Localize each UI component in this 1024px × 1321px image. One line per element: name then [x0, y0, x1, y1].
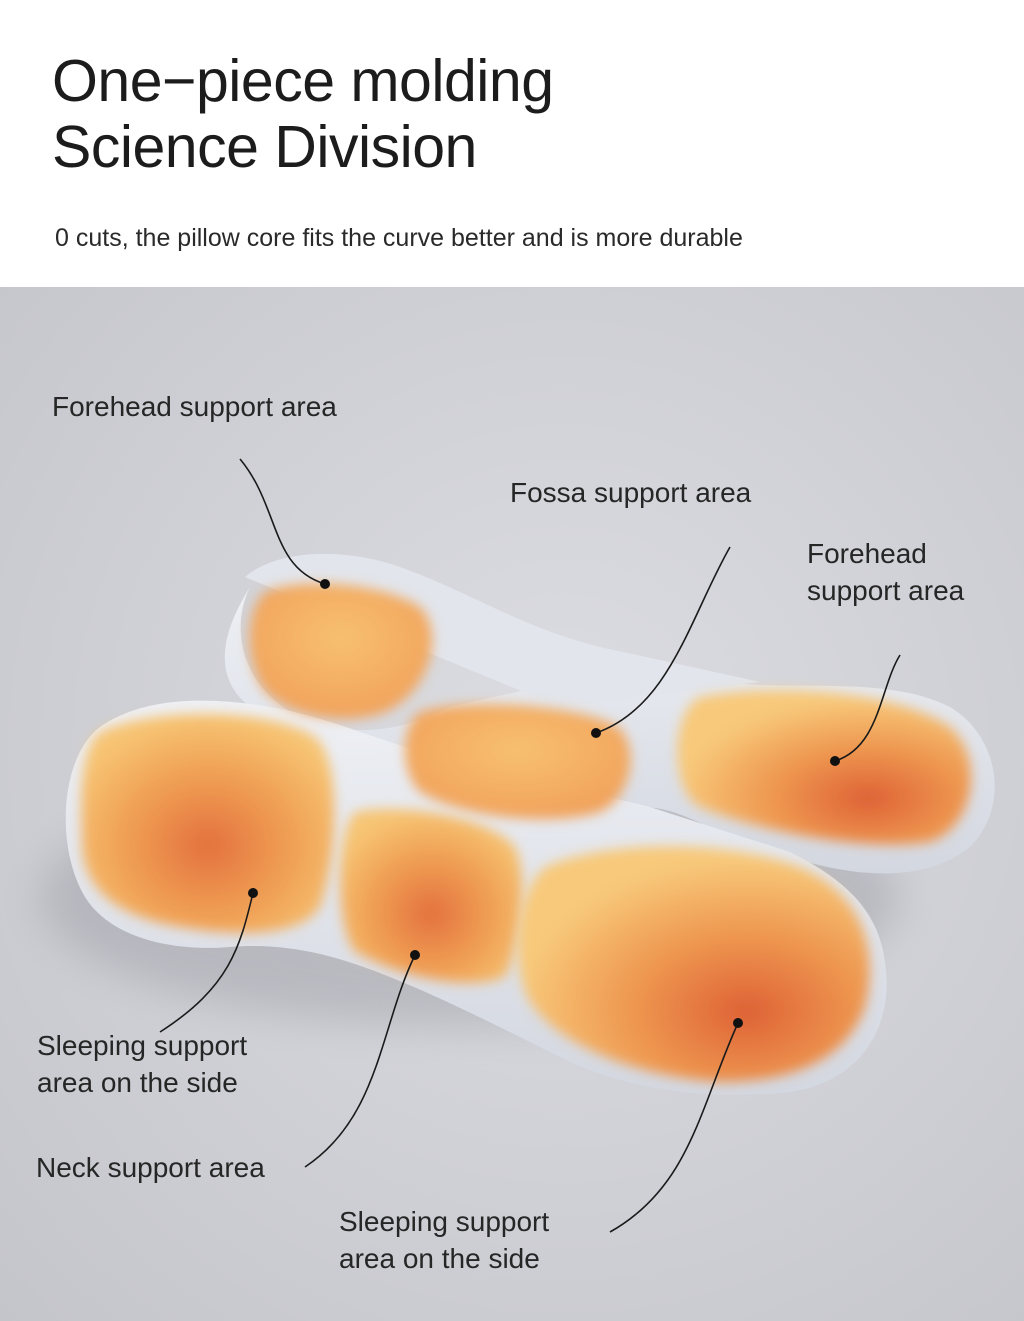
page-subtitle: 0 cuts, the pillow core fits the curve b… [55, 224, 743, 252]
dot-side-right [733, 1018, 743, 1028]
leader-lines [159, 458, 901, 1233]
header: One−piece molding Science Division 0 cut… [0, 0, 1024, 287]
dot-fossa [591, 728, 601, 738]
pad-neck [340, 808, 523, 983]
label-side-left-line2: area on the side [37, 1067, 238, 1098]
page-title: One−piece molding Science Division [52, 48, 554, 180]
label-side-left: Sleeping support area on the side [37, 1027, 247, 1101]
label-side-right-line1: Sleeping support [339, 1206, 550, 1237]
leader-line-side-right [609, 1022, 739, 1233]
label-fossa: Fossa support area [510, 477, 752, 508]
dot-side-left [248, 888, 258, 898]
label-forehead-right-line1: Forehead [807, 538, 927, 569]
label-side-right: Sleeping support area on the side [339, 1203, 549, 1277]
leader-line-neck [304, 954, 416, 1168]
label-forehead-right: Forehead support area [807, 535, 964, 609]
dot-forehead-left [320, 579, 330, 589]
pad-side-right [518, 846, 870, 1082]
pad-fossa [405, 704, 631, 820]
leader-dots [248, 579, 840, 1028]
label-neck: Neck support area [36, 1152, 265, 1183]
leader-line-fossa [595, 546, 731, 734]
pad-forehead-left [249, 583, 433, 719]
pillow-illustration [40, 458, 995, 1233]
label-side-left-line1: Sleeping support [37, 1030, 248, 1061]
title-line-1: One−piece molding [52, 48, 554, 114]
label-forehead-right-line2: support area [807, 575, 965, 606]
label-side-right-line2: area on the side [339, 1243, 540, 1274]
dot-neck [410, 950, 420, 960]
dot-forehead-right [830, 756, 840, 766]
pillow-scene: Forehead support area Fossa support area… [0, 287, 1024, 1321]
leader-line-forehead-right [834, 654, 901, 762]
pad-side-left [81, 713, 335, 933]
leader-line-forehead-left [239, 458, 326, 585]
pad-forehead-right [677, 690, 972, 845]
label-forehead-left: Forehead support area [52, 391, 337, 422]
title-line-2: Science Division [52, 114, 477, 180]
leader-line-side-left [159, 892, 254, 1033]
